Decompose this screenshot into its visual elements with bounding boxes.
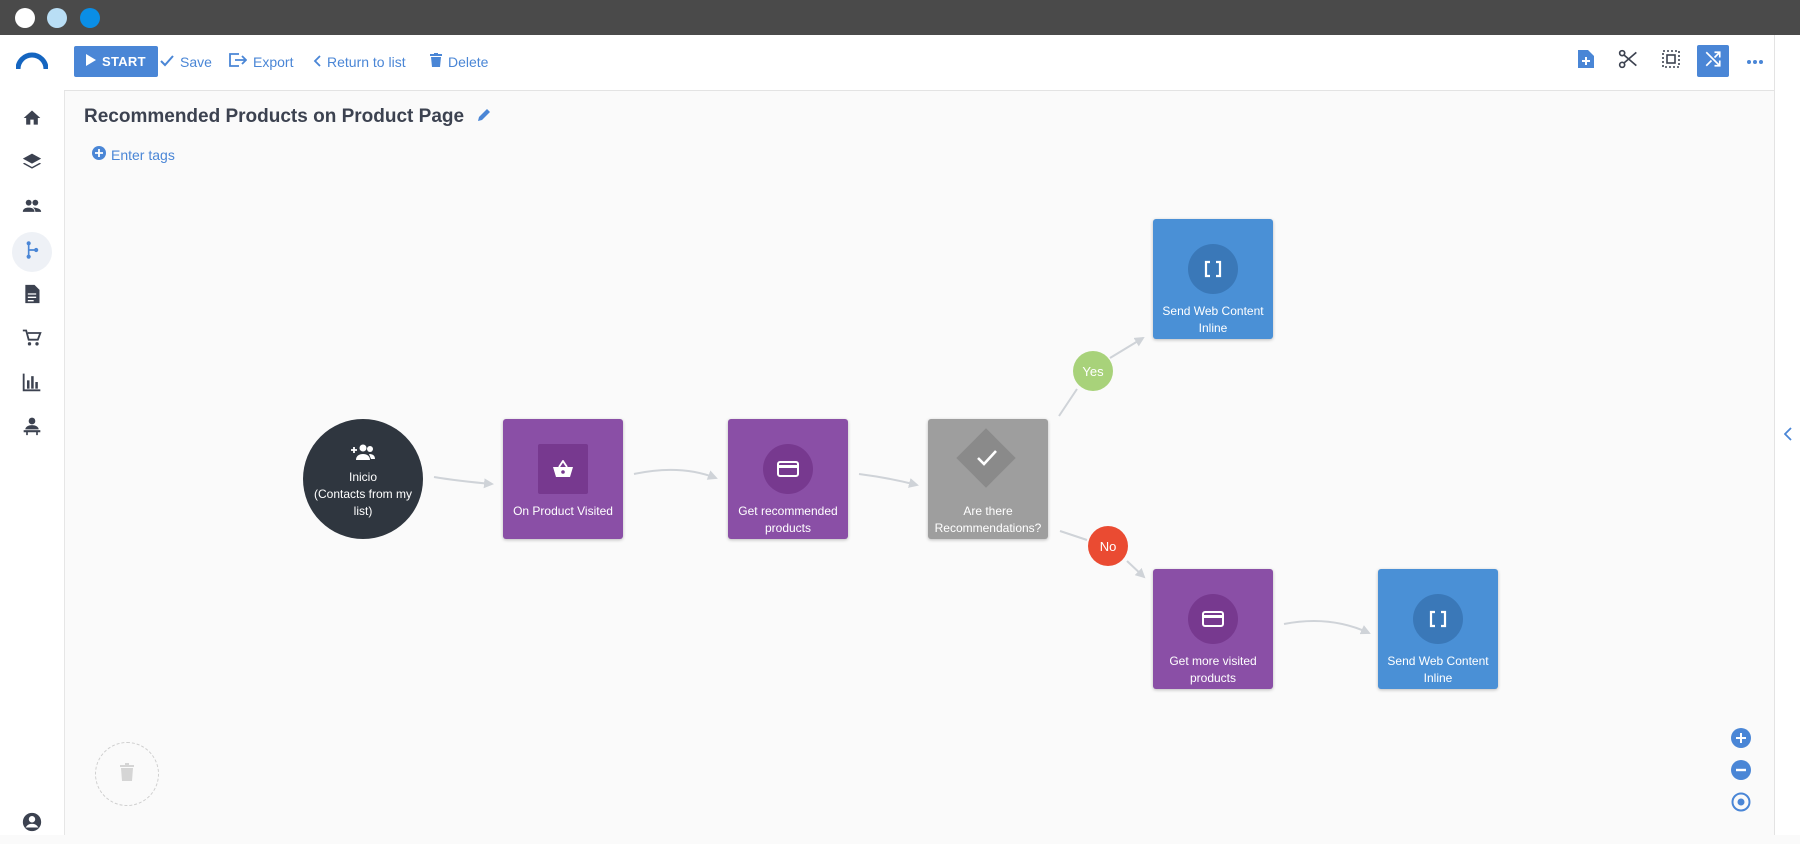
zoom-out-button[interactable] xyxy=(1730,759,1752,785)
window-minimize-button[interactable] xyxy=(47,8,67,28)
yes-branch-badge: Yes xyxy=(1073,351,1113,391)
sidebar-item-contacts[interactable] xyxy=(12,188,52,228)
flow-icon xyxy=(22,240,42,265)
user-circle-icon xyxy=(21,811,43,838)
pencil-icon[interactable] xyxy=(477,106,491,127)
connector-recommended-to-condition xyxy=(858,473,919,488)
sidebar-item-account[interactable] xyxy=(12,408,52,448)
export-button[interactable]: Export xyxy=(229,46,293,77)
left-sidebar xyxy=(0,35,65,835)
node-condition-recommendations[interactable]: Are there Recommendations? xyxy=(928,419,1048,539)
check-icon xyxy=(160,54,174,70)
plus-circle-icon xyxy=(1731,727,1751,753)
sidebar-item-profile[interactable] xyxy=(12,804,52,844)
more-horizontal-icon xyxy=(1746,52,1764,70)
brackets-icon xyxy=(1188,244,1238,294)
start-button[interactable]: START xyxy=(74,46,158,77)
start-node[interactable]: Inicio (Contacts from my list) xyxy=(303,419,423,539)
play-icon xyxy=(86,54,96,69)
shuffle-button[interactable] xyxy=(1697,45,1729,77)
people-icon xyxy=(21,196,43,221)
add-note-button[interactable] xyxy=(1570,45,1602,77)
window-titlebar xyxy=(0,0,1800,35)
sidebar-item-content[interactable] xyxy=(12,276,52,316)
node-get-recommended-products[interactable]: Get recommended products xyxy=(728,419,848,539)
shuffle-icon xyxy=(1704,50,1722,73)
card-icon xyxy=(763,444,813,494)
cart-icon xyxy=(22,328,42,353)
node-get-more-visited-products[interactable]: Get more visited products xyxy=(1153,569,1273,689)
sidebar-item-automation[interactable] xyxy=(12,232,52,272)
connector-condition-to-yes xyxy=(1058,388,1078,417)
sidebar-item-home[interactable] xyxy=(12,100,52,140)
delete-drop-zone[interactable] xyxy=(95,742,159,806)
app-logo[interactable] xyxy=(15,51,49,71)
brackets-icon xyxy=(1413,594,1463,644)
save-button[interactable]: Save xyxy=(160,46,212,77)
top-toolbar: START Save Export Return to list Delete xyxy=(64,35,1774,91)
no-branch-badge: No xyxy=(1088,526,1128,566)
right-panel-toggle[interactable] xyxy=(1774,35,1800,835)
check-icon xyxy=(976,449,998,470)
delete-button[interactable]: Delete xyxy=(430,46,488,77)
scissors-icon xyxy=(1618,49,1638,74)
cut-button[interactable] xyxy=(1612,45,1644,77)
trash-icon xyxy=(430,53,442,70)
minus-circle-icon xyxy=(1731,759,1751,785)
sidebar-item-ecommerce[interactable] xyxy=(12,320,52,360)
connector-more-to-send xyxy=(1283,620,1371,635)
select-area-button[interactable] xyxy=(1655,45,1687,77)
zoom-in-button[interactable] xyxy=(1730,727,1752,753)
plus-circle-icon xyxy=(92,146,106,163)
connector-visited-to-recommended xyxy=(633,468,718,480)
node-on-product-visited[interactable]: On Product Visited xyxy=(503,419,623,539)
document-icon xyxy=(23,284,41,309)
select-area-icon xyxy=(1662,49,1680,73)
zoom-fit-button[interactable] xyxy=(1730,792,1752,817)
connector-condition-to-no xyxy=(1059,530,1088,541)
add-group-icon xyxy=(350,443,376,464)
target-icon xyxy=(1731,792,1751,817)
more-options-button[interactable] xyxy=(1739,45,1771,77)
window-maximize-button[interactable] xyxy=(80,8,100,28)
bar-chart-icon xyxy=(22,372,42,397)
page-title: Recommended Products on Product Page xyxy=(84,106,491,128)
card-icon xyxy=(1188,594,1238,644)
basket-icon xyxy=(538,444,588,494)
enter-tags-button[interactable]: Enter tags xyxy=(92,146,175,163)
sidebar-item-layers[interactable] xyxy=(12,144,52,184)
return-to-list-button[interactable]: Return to list xyxy=(313,46,406,77)
window-close-button[interactable] xyxy=(15,8,35,28)
chevron-left-icon xyxy=(313,54,321,70)
trash-icon xyxy=(120,762,134,786)
export-icon xyxy=(229,53,248,70)
connector-yes-to-send xyxy=(1109,336,1145,359)
node-send-web-content-inline-no[interactable]: Send Web Content Inline xyxy=(1378,569,1498,689)
connector-no-to-more xyxy=(1126,560,1146,579)
sidebar-item-reports[interactable] xyxy=(12,364,52,404)
chevron-left-icon xyxy=(1783,427,1792,446)
add-document-icon xyxy=(1577,49,1595,74)
person-desk-icon xyxy=(22,416,42,441)
connector-start-to-visited xyxy=(433,476,494,489)
home-icon xyxy=(22,108,42,133)
node-send-web-content-inline-yes[interactable]: Send Web Content Inline xyxy=(1153,219,1273,339)
layers-icon xyxy=(22,152,42,177)
